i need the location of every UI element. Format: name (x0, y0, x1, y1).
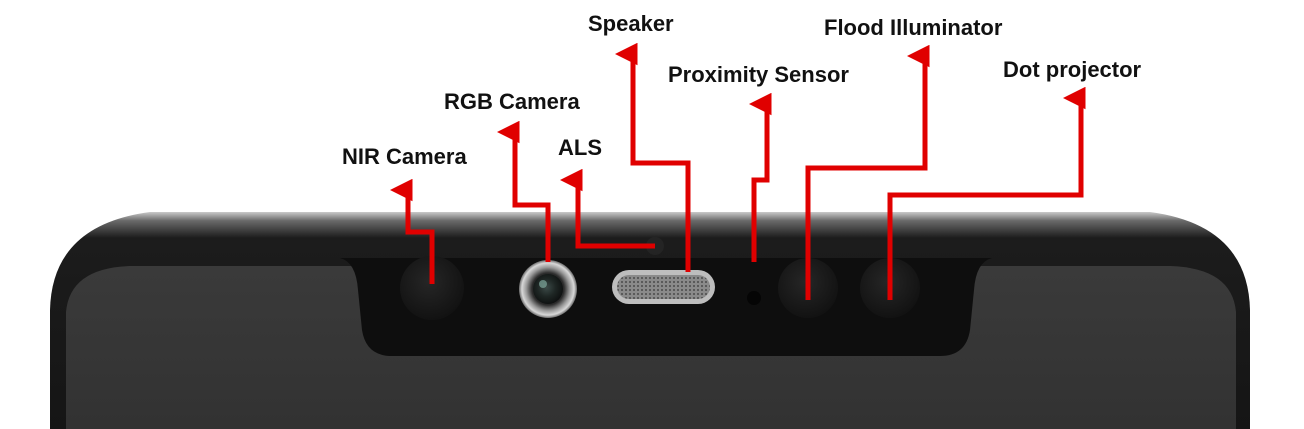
dot-projector-label: Dot projector (1003, 57, 1142, 82)
speaker-label: Speaker (588, 11, 674, 36)
flood-illuminator-label: Flood Illuminator (824, 15, 1003, 40)
speaker-arrow (615, 42, 691, 272)
rgb-camera-glint (539, 280, 547, 288)
rgb-camera-arrow (497, 120, 551, 262)
rgb-camera-label: RGB Camera (444, 89, 580, 114)
nir-camera-label: NIR Camera (342, 144, 467, 169)
als-label: ALS (558, 135, 602, 160)
proximity-sensor-arrow (749, 92, 772, 262)
dot-projector-arrow (887, 86, 1086, 300)
flood-illuminator-arrow (805, 44, 930, 300)
proximity-sensor-dot (747, 291, 761, 305)
proximity-sensor-label: Proximity Sensor (668, 62, 849, 87)
speaker-mesh (617, 275, 710, 299)
nir-camera-arrow (390, 178, 435, 284)
rgb-camera-lens (533, 274, 563, 304)
als-arrow (560, 168, 655, 249)
nir-camera-lens (400, 256, 464, 320)
